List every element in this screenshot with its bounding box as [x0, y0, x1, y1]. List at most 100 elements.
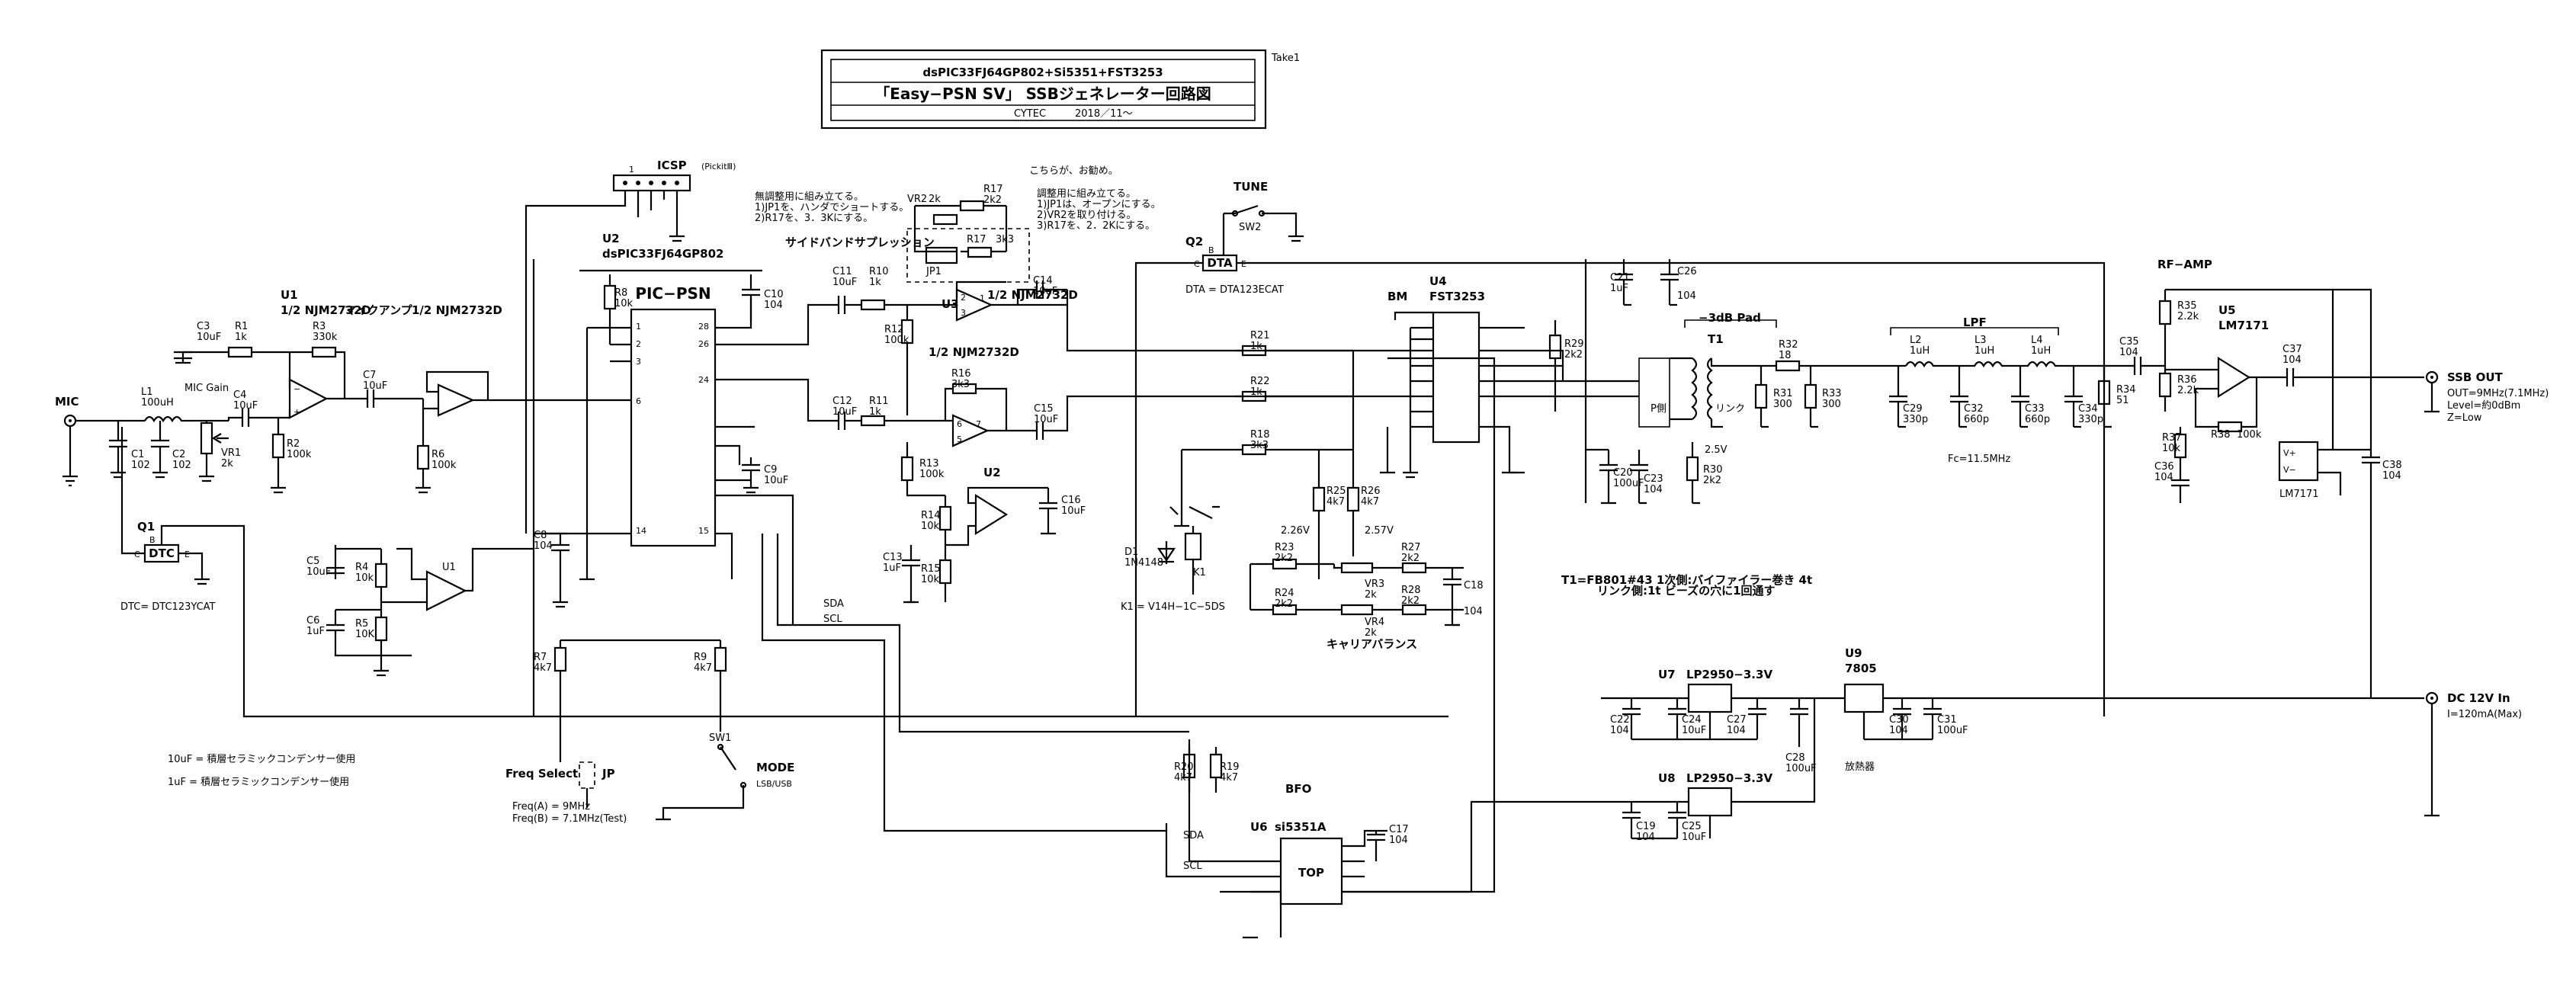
u3a-part: 1/2 NJM2732D	[987, 288, 1078, 302]
svg-text:−: −	[294, 384, 300, 394]
svg-text:C22: C22	[1610, 714, 1630, 726]
svg-text:R35: R35	[2177, 300, 2197, 312]
svg-text:Q2: Q2	[1185, 235, 1203, 248]
svg-text:R9: R9	[694, 652, 707, 663]
icsp-section: ICSP (PickitⅢ) 1	[525, 159, 736, 534]
lpf-title: LPF	[1963, 316, 1987, 329]
svg-text:C29: C29	[1903, 403, 1923, 415]
svg-text:K1: K1	[1193, 567, 1206, 579]
ssb-out-label: SSB OUT	[2447, 370, 2504, 384]
svg-text:26: 26	[698, 339, 709, 349]
svg-text:V−: V−	[2283, 465, 2296, 475]
l1-inductor	[75, 415, 229, 423]
u2-pic-section: U2 dsPIC33FJ64GP802 PIC−PSN 1 2 3 6 14 2…	[532, 232, 831, 716]
svg-text:SCL: SCL	[823, 614, 842, 625]
svg-text:10k: 10k	[614, 298, 634, 309]
svg-text:104: 104	[1636, 832, 1655, 843]
svg-text:C: C	[134, 550, 140, 559]
u8-part: LP2950−3.3V	[1686, 771, 1772, 785]
svg-text:3k3: 3k3	[996, 234, 1014, 245]
svg-text:10k: 10k	[2162, 443, 2181, 454]
svg-text:1uH: 1uH	[1910, 345, 1930, 357]
svg-text:L2: L2	[1910, 335, 1922, 346]
power-section: U7 LP2950−3.3V C22 104 C24 10uF C27 104 …	[1220, 495, 2522, 893]
u1-label: U1	[281, 288, 298, 302]
svg-text:2)R17を、3．3Kにする。: 2)R17を、3．3Kにする。	[755, 213, 873, 224]
svg-text:3: 3	[961, 308, 966, 318]
q1-note: DTC= DTC123YCAT	[120, 601, 216, 613]
svg-text:2k: 2k	[929, 194, 941, 205]
d1-diode	[1156, 541, 1176, 564]
svg-text:C4: C4	[233, 389, 246, 401]
u1b-opamp	[437, 383, 475, 417]
svg-text:10uF: 10uF	[764, 475, 788, 486]
svg-text:R13: R13	[919, 458, 939, 470]
u3b-opamp	[951, 414, 990, 447]
svg-text:104: 104	[1677, 290, 1696, 302]
u9-regulator	[1843, 683, 1885, 713]
c2-capacitor	[151, 421, 169, 479]
svg-text:C: C	[1194, 259, 1200, 269]
svg-text:C7: C7	[363, 370, 376, 381]
svg-text:10uF: 10uF	[1034, 414, 1058, 425]
svg-text:2k: 2k	[1365, 627, 1377, 639]
bfo-section: BFO U6 si5351A TOP C17 104 R20 4k7 R19 4…	[761, 357, 1496, 939]
svg-text:104: 104	[1644, 484, 1663, 495]
cap-note-2: 1uF = 積層セラミックコンデンサー使用	[168, 776, 349, 788]
svg-text:10uF: 10uF	[1061, 505, 1086, 517]
svg-text:R4: R4	[355, 562, 368, 573]
mic-port-label: MIC	[55, 395, 79, 409]
svg-text:C30: C30	[1889, 714, 1909, 726]
svg-text:2k2: 2k2	[1401, 553, 1420, 564]
svg-text:1k: 1k	[869, 406, 881, 418]
svg-text:100k: 100k	[884, 335, 909, 346]
u7-regulator	[1687, 683, 1733, 713]
svg-text:C10: C10	[764, 289, 784, 300]
svg-text:C19: C19	[1636, 821, 1656, 832]
svg-text:R32: R32	[1779, 339, 1798, 351]
svg-text:C14: C14	[1033, 275, 1053, 287]
u3b-part: 1/2 NJM2732D	[929, 345, 1019, 359]
svg-text:R8: R8	[614, 287, 627, 299]
svg-text:SW1: SW1	[709, 732, 731, 744]
svg-text:C33: C33	[2025, 403, 2045, 415]
svg-text:R38: R38	[2211, 429, 2231, 441]
svg-text:R10: R10	[869, 266, 889, 277]
r3-resistor	[290, 346, 346, 399]
icsp-label: ICSP	[657, 159, 687, 172]
svg-text:2.2k: 2.2k	[2177, 311, 2199, 322]
c4-capacitor	[227, 409, 290, 427]
svg-text:R6: R6	[431, 449, 444, 460]
svg-text:10uF: 10uF	[363, 380, 387, 392]
svg-text:R2: R2	[287, 438, 300, 450]
u7-part: LP2950−3.3V	[1686, 668, 1772, 681]
svg-text:660p: 660p	[1964, 414, 1989, 425]
svg-text:4k7: 4k7	[534, 662, 552, 674]
r17b-resistor	[961, 246, 1006, 258]
svg-text:R16: R16	[951, 368, 971, 380]
svg-text:C11: C11	[832, 266, 852, 277]
u2-body-label: PIC−PSN	[635, 284, 711, 303]
svg-text:L4: L4	[2031, 335, 2043, 346]
c1-capacitor	[109, 421, 127, 479]
svg-text:100k: 100k	[287, 449, 312, 460]
svg-text:10uF: 10uF	[1682, 725, 1706, 736]
svg-text:U7: U7	[1658, 668, 1676, 681]
svg-text:R33: R33	[1822, 388, 1842, 399]
u4-ic-body	[1432, 311, 1480, 444]
k1-relay-coil	[1184, 532, 1202, 561]
svg-text:DTC: DTC	[149, 546, 175, 560]
pad-title: −3dB Pad	[1699, 311, 1761, 325]
svg-text:E: E	[184, 550, 190, 559]
carrier-balance-section: R21 1k R22 1k R18 3k3 K1 D1 1N4148 K1 = …	[1121, 330, 1484, 651]
svg-text:10uF: 10uF	[832, 277, 857, 288]
svg-text:4k7: 4k7	[694, 662, 712, 674]
svg-text:LM7171: LM7171	[2279, 489, 2319, 500]
title-author: CYTEC	[1014, 108, 1046, 120]
svg-text:3k3: 3k3	[951, 379, 970, 390]
svg-text:2.26V: 2.26V	[1281, 525, 1310, 537]
title-date: 2018／11〜	[1075, 108, 1133, 120]
svg-text:18: 18	[1779, 350, 1792, 361]
svg-text:U1: U1	[442, 562, 456, 573]
svg-text:R36: R36	[2177, 374, 2197, 386]
